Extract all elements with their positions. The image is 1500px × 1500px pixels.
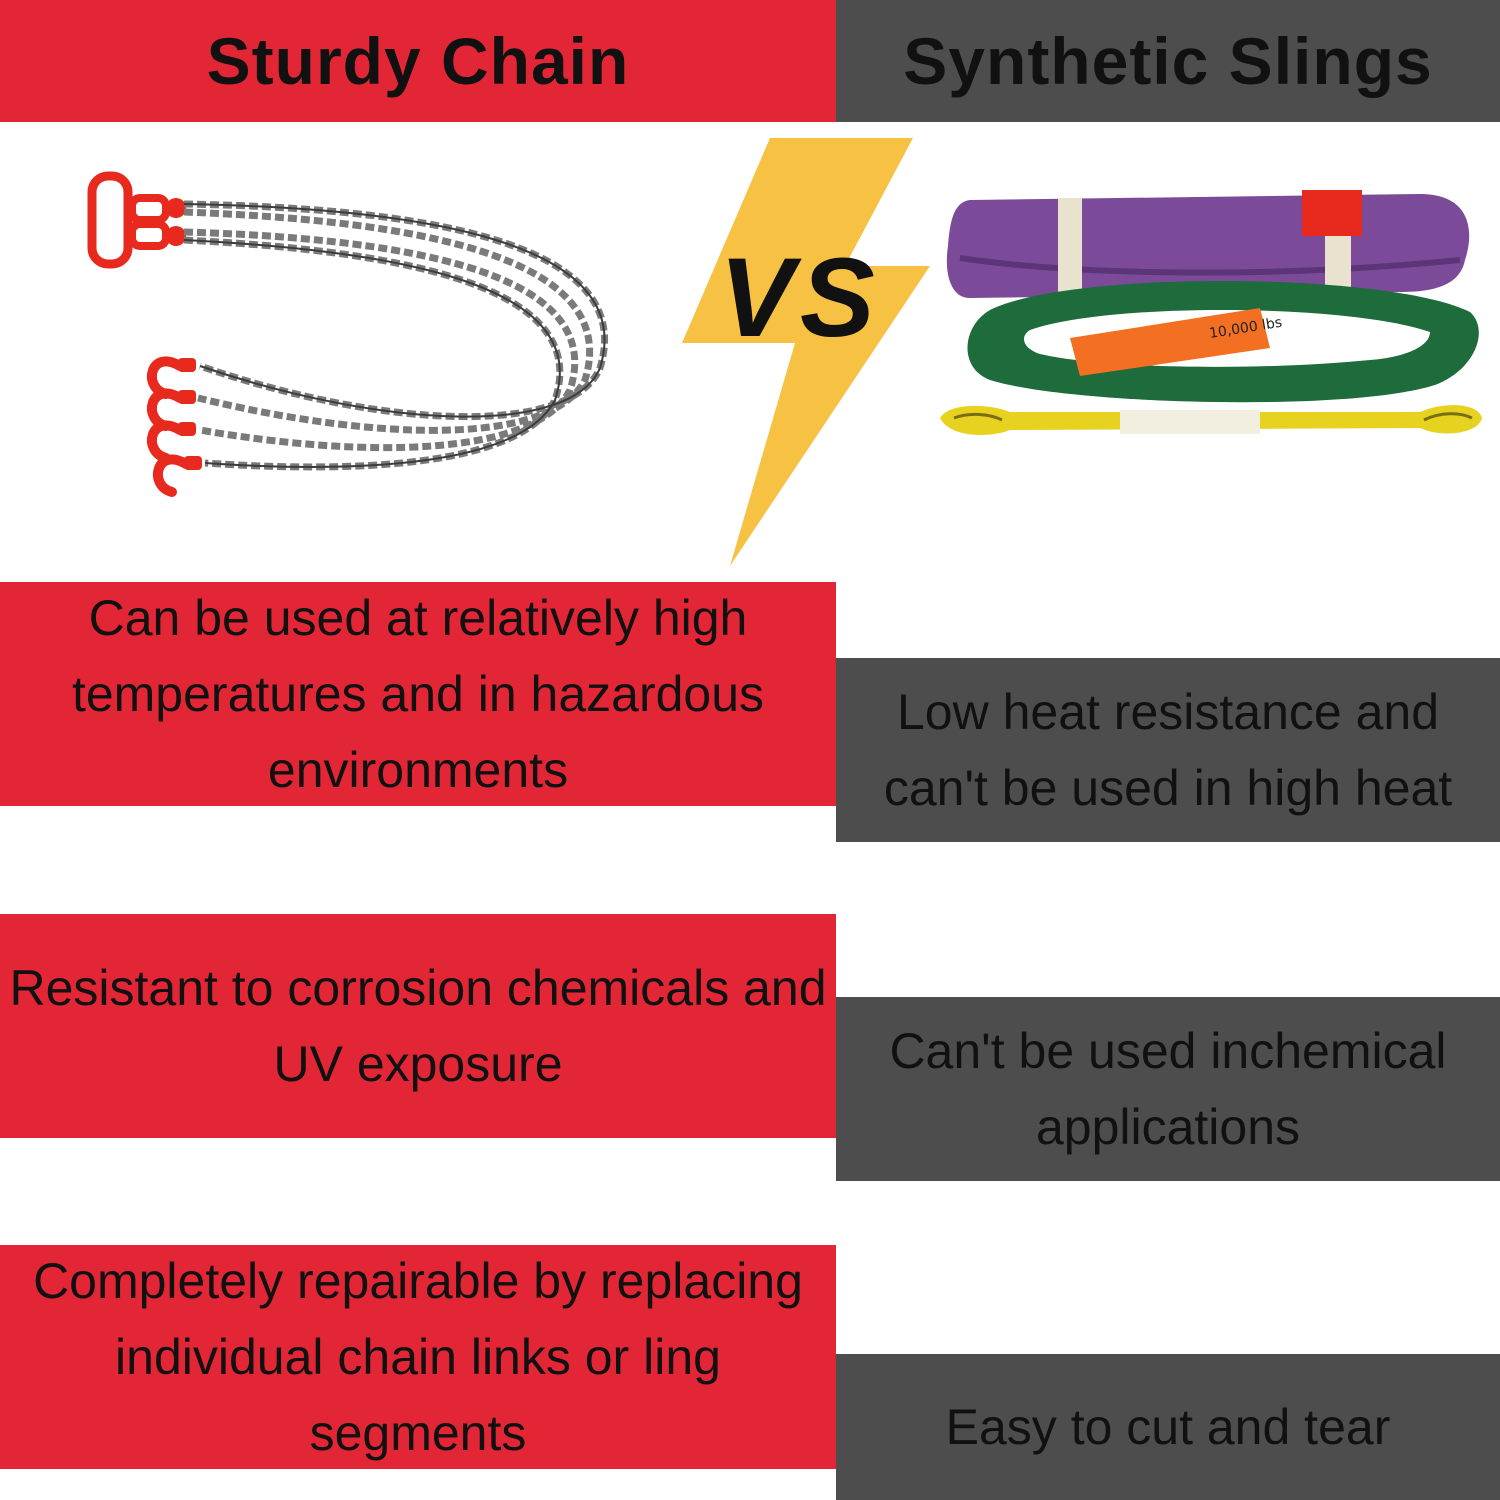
sling-feature-chemical: Can't be used inchemical applications (836, 997, 1500, 1181)
sling-feature-heat: Low heat resistance and can't be used in… (836, 658, 1500, 842)
chain-feature-repairable: Completely repairable by replacing indiv… (0, 1245, 836, 1469)
chain-feature-corrosion: Resistant to corrosion chemicals and UV … (0, 914, 836, 1138)
vs-label: VS (719, 234, 881, 360)
sling-feature-cut: Easy to cut and tear (836, 1354, 1500, 1500)
header-synthetic-slings-label: Synthetic Slings (903, 24, 1433, 98)
header-sturdy-chain-label: Sturdy Chain (206, 24, 630, 98)
lightning-bolt-icon (682, 138, 930, 566)
header-sturdy-chain: Sturdy Chain (0, 0, 836, 122)
chain-sling-image (87, 171, 609, 497)
chain-feature-heat: Can be used at relatively high temperatu… (0, 582, 836, 806)
synthetic-slings-image: 10,000 lbs (940, 190, 1482, 435)
header-synthetic-slings: Synthetic Slings (836, 0, 1500, 122)
